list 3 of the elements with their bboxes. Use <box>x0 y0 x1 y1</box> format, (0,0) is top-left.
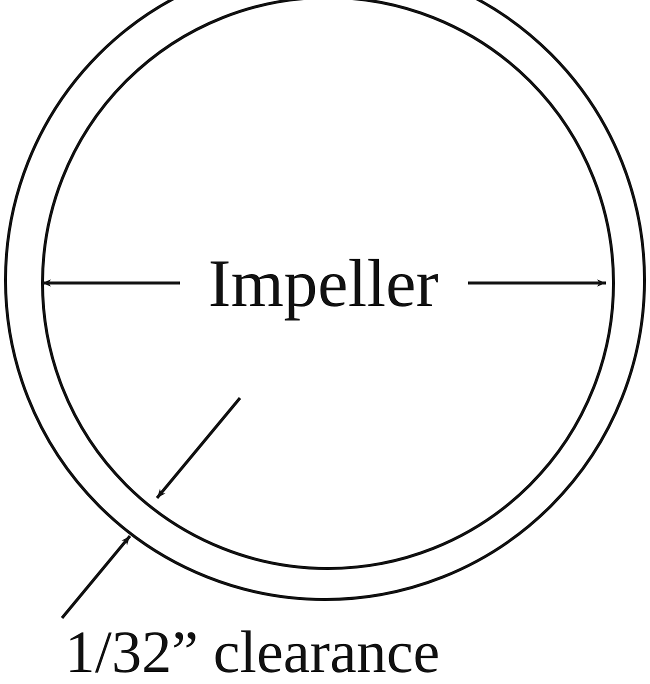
housing-circle <box>4 0 646 601</box>
dimension-label: 1/32” clearance <box>65 622 440 682</box>
impeller-circle <box>41 0 615 570</box>
